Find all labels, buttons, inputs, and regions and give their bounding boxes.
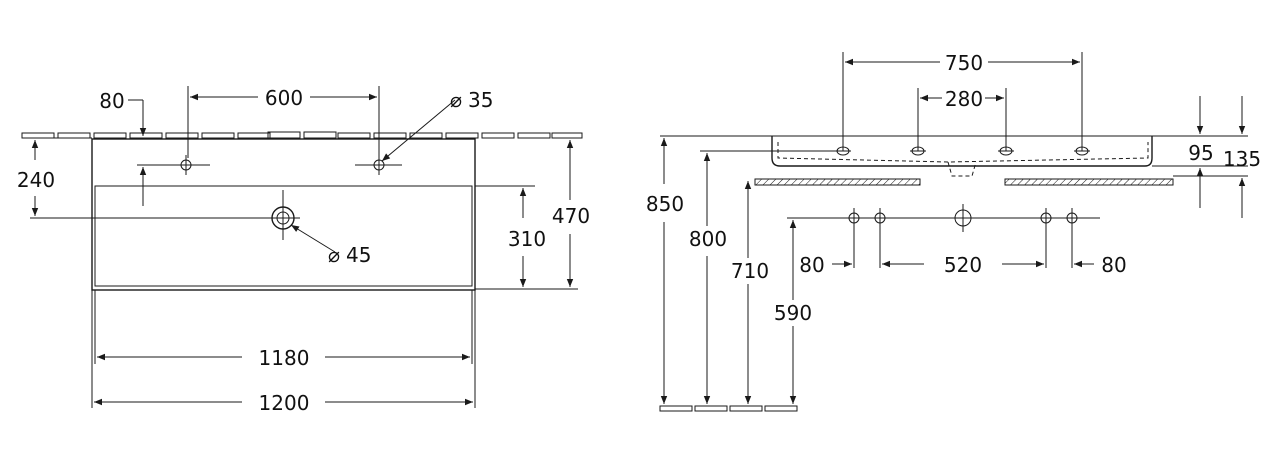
dim-tap-depth: 240 [17,168,55,192]
dim-total-depth: 470 [552,204,590,228]
dim-height-800: 800 [689,227,727,251]
support-left [754,178,921,186]
dim-total-width: 1200 [259,391,310,415]
drain-hole [30,190,300,240]
dim-edge-left: 80 [799,253,824,277]
dim-height-850: 850 [646,192,684,216]
dim-tap-offset: 80 [99,89,124,113]
dim-height-710: 710 [731,259,769,283]
dim-rim-drop: 95 [1188,141,1213,165]
dim-inner-width: 1180 [259,346,310,370]
basin-bowl [94,185,473,287]
dim-height-590: 590 [774,301,812,325]
drain-outlet-dashed [947,161,977,177]
dim-inner-bolts: 280 [945,87,983,111]
dim-drain: 45 [346,243,371,267]
top-view: 600 80 ⌀ 35 240 310 470 ⌀ 45 118 [17,86,590,415]
basin-inner-dashed [777,142,1149,163]
basin-profile [771,136,1153,167]
dim-tap-spacing: 600 [265,86,303,110]
wall-line-top [21,131,583,139]
floor-line [659,405,798,412]
support-right [1004,178,1174,186]
dim-center-span: 520 [944,253,982,277]
dim-basin-depth: 310 [508,227,546,251]
dim-edge-right: 80 [1101,253,1126,277]
dim-outer-bolts: 750 [945,51,983,75]
tap-hole-left [137,155,210,175]
dim-tap-hole-symbol: ⌀ [450,88,462,112]
wall-fixing-holes [848,204,1078,268]
tap-hole-right [355,155,402,175]
dim-rim-height: 135 [1223,147,1261,171]
side-view: 750 280 95 135 850 800 [646,51,1261,412]
dim-tap-hole: 35 [468,88,493,112]
dim-drain-symbol: ⌀ [328,243,340,267]
profile-bolt-holes [835,146,1090,156]
